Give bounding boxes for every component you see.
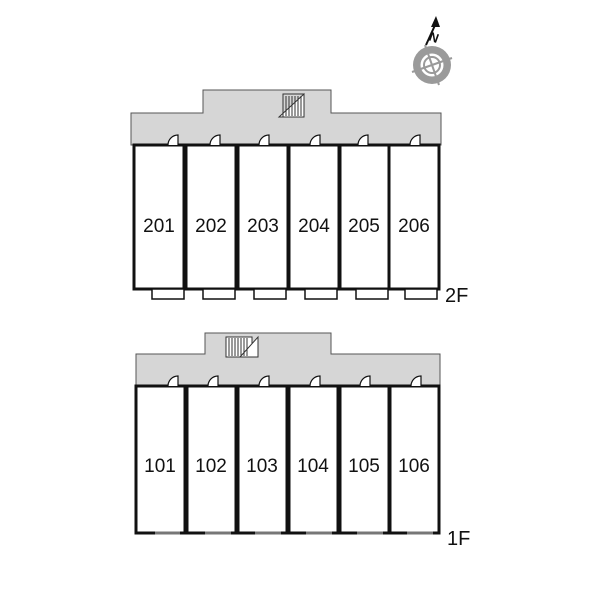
unit-201: 201 bbox=[132, 134, 186, 300]
unit-106: 106 bbox=[388, 375, 441, 535]
unit-number: 205 bbox=[348, 216, 380, 237]
unit-203: 203 bbox=[236, 134, 290, 300]
unit-102: 102 bbox=[185, 375, 238, 535]
unit-number: 106 bbox=[398, 456, 430, 477]
unit-number: 102 bbox=[195, 456, 227, 477]
floor-label-1f: 1F bbox=[447, 528, 470, 550]
floor-1f: 101 102 103 104 105 bbox=[134, 332, 470, 550]
floor-label-2f: 2F bbox=[445, 285, 468, 307]
unit-number: 202 bbox=[195, 216, 227, 237]
unit-number: 204 bbox=[298, 216, 330, 237]
unit-105: 105 bbox=[338, 375, 391, 535]
stairs-1f bbox=[225, 335, 259, 358]
unit-101: 101 bbox=[134, 375, 187, 535]
compass-north-label: N bbox=[427, 29, 441, 46]
unit-103: 103 bbox=[236, 375, 289, 535]
unit-number: 103 bbox=[246, 456, 278, 477]
stairs-2f bbox=[277, 92, 305, 118]
unit-206: 206 bbox=[387, 134, 441, 300]
unit-202: 202 bbox=[184, 134, 238, 300]
corridor-1f bbox=[135, 332, 441, 387]
compass-rose-icon: N bbox=[411, 16, 453, 86]
unit-number: 206 bbox=[398, 216, 430, 237]
unit-number: 201 bbox=[143, 216, 175, 237]
unit-205: 205 bbox=[338, 134, 392, 300]
unit-number: 105 bbox=[348, 456, 380, 477]
floor-2f: 201 202 203 204 205 bbox=[130, 89, 468, 307]
unit-number: 101 bbox=[144, 456, 176, 477]
unit-number: 203 bbox=[247, 216, 279, 237]
unit-204: 204 bbox=[287, 134, 341, 300]
unit-number: 104 bbox=[297, 456, 329, 477]
unit-104: 104 bbox=[287, 375, 340, 535]
